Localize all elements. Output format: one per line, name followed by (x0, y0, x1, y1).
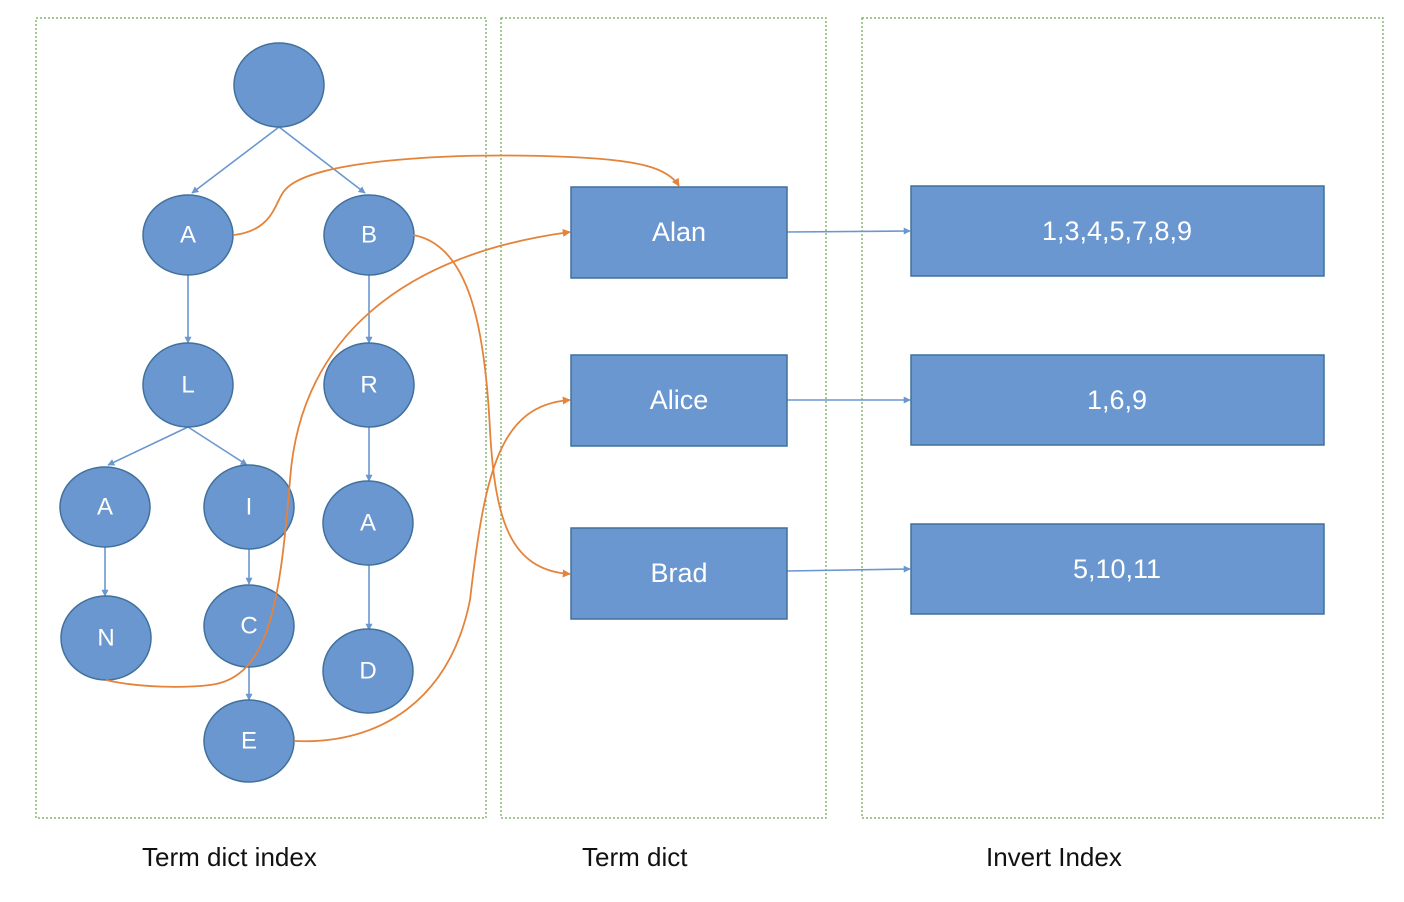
trie-node-l-label: L (181, 372, 194, 399)
trie-node-c (203, 584, 295, 668)
trie-node-a3 (59, 466, 151, 548)
pointer-n-to-alan (105, 229, 571, 688)
term-dict-caption: Term dict (582, 842, 688, 872)
trie-node-a2-label: A (360, 510, 376, 537)
trie-node-a1 (142, 194, 234, 276)
trie-node-e-label: E (241, 728, 257, 755)
edge-alan-postings (786, 227, 911, 235)
trie-node-r-label: R (360, 372, 377, 399)
term-dict-panel (500, 17, 827, 819)
postings-alice-label: 1,6,9 (1087, 385, 1147, 415)
term-box-alan (570, 186, 788, 279)
pointer-a-to-alan (233, 154, 680, 236)
invert-index-caption: Invert Index (986, 842, 1122, 872)
invert-index-panel (861, 17, 1384, 819)
trie-node-a3-label: A (97, 494, 113, 521)
postings-box-alice (910, 354, 1325, 446)
term-dict-index-panel (35, 17, 487, 819)
postings-box-alan (910, 185, 1325, 277)
trie-node-r (323, 342, 415, 428)
edge-l-i (187, 426, 248, 466)
trie-node-i (203, 464, 295, 550)
trie-node-i-label: I (246, 494, 253, 521)
edge-root-a (191, 126, 280, 194)
edge-root-b (278, 126, 366, 194)
term-brad-label: Brad (650, 558, 707, 588)
pointer-e-to-alice (293, 396, 571, 743)
pointer-b-to-brad (412, 234, 571, 578)
postings-brad-label: 5,10,11 (1073, 554, 1161, 584)
trie-node-n-label: N (97, 625, 114, 652)
trie-node-d-label: D (359, 658, 376, 685)
edge-brad-postings (786, 565, 911, 573)
term-alan-label: Alan (652, 217, 706, 247)
term-box-alice (570, 354, 788, 447)
trie-node-a2 (322, 480, 414, 566)
trie-node-l (142, 342, 234, 428)
trie-node-d (322, 628, 414, 714)
term-box-brad (570, 527, 788, 620)
postings-alan-label: 1,3,4,5,7,8,9 (1042, 216, 1192, 246)
term-dict-index-caption: Term dict index (142, 842, 317, 872)
trie-root-node (233, 42, 325, 128)
edge-l-a (107, 426, 189, 466)
trie-node-c-label: C (240, 613, 257, 640)
trie-node-b-label: B (361, 222, 377, 249)
term-alice-label: Alice (650, 385, 709, 415)
trie-node-a1-label: A (180, 222, 196, 249)
postings-box-brad (910, 523, 1325, 615)
